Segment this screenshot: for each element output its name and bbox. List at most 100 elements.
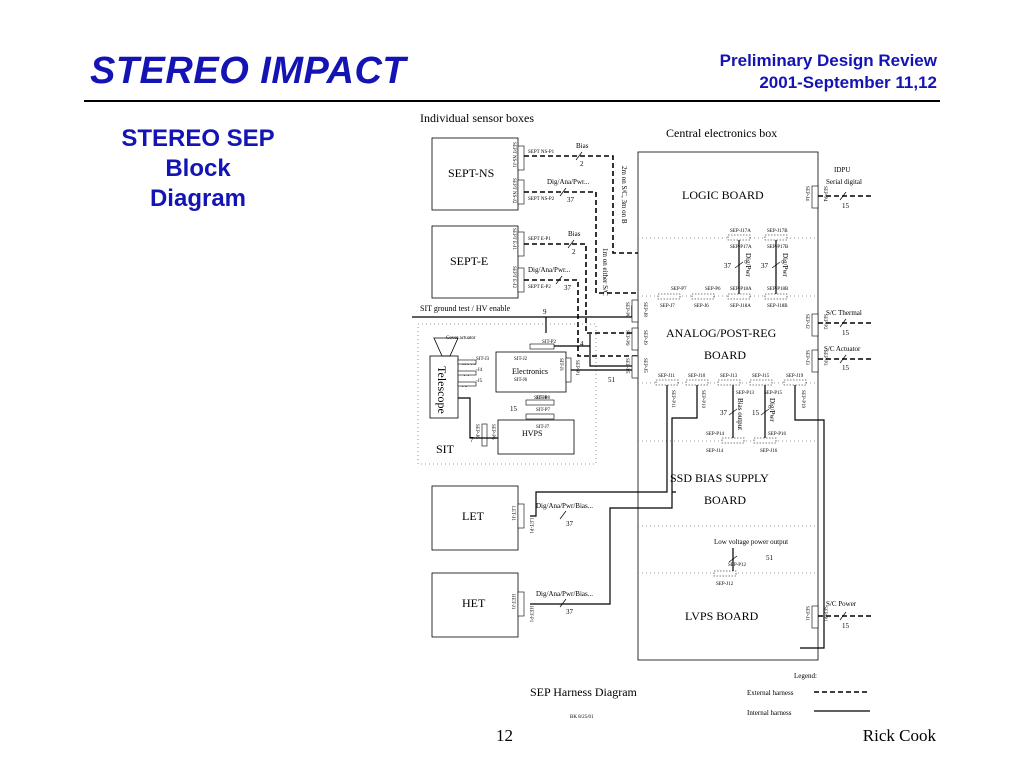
power-slash — [839, 611, 847, 621]
sit-j1-label: SIT-J1 — [558, 358, 563, 372]
thermal-count: 15 — [842, 329, 850, 337]
review-info: Preliminary Design Review 2001-September… — [720, 50, 937, 94]
sep-p18b-label: SEP-P18B — [767, 287, 789, 292]
idpu-label: IDPU — [834, 166, 850, 174]
sep-p9-label: SEP-P9 — [624, 330, 629, 346]
sep-j10-label: SEP-J10 — [688, 374, 706, 379]
sep-j16-connector — [753, 437, 777, 444]
let-p1-label: LET-P1 — [528, 518, 533, 534]
author-name: Rick Cook — [862, 726, 936, 745]
legend-title: Legend: — [794, 672, 817, 680]
sep-j7-label: SEP-J7 — [660, 304, 675, 309]
sit-j2-label: SIT-J2 — [514, 357, 528, 362]
page-number: 12 — [496, 726, 513, 745]
power-count: 15 — [842, 622, 850, 630]
analog-board-label-1: ANALOG/POST-REG — [666, 326, 777, 340]
sit-j7-label: SIT-J7 — [536, 425, 550, 430]
sep-j8-label: SEP-J8 — [642, 302, 647, 317]
bias-output-label: Bias output — [736, 398, 744, 430]
sep-p7-label: SEP-P7 — [671, 287, 687, 292]
sit-sep-p1-label: SEP-P1 — [574, 360, 579, 376]
analog-board-label-2: BOARD — [704, 348, 746, 362]
sep-p12-label: SEP-P12 — [728, 563, 747, 568]
sep-j9-label: SEP-J9 — [642, 330, 647, 345]
sep-p15-label: SEP-P15 — [764, 391, 783, 396]
sit-p4-label: -P4 — [462, 373, 469, 378]
sep-j14-connector — [721, 437, 745, 444]
logic-slash-a — [734, 261, 744, 269]
sep-j1-label: SEP-J1 — [804, 606, 809, 621]
lvps-board-label: LVPS BOARD — [685, 609, 759, 623]
lv-output-label: Low voltage power output — [714, 538, 788, 546]
sept-ns-bias-slash — [575, 151, 583, 161]
logic-dig-label-a: Dig/Pwr — [744, 253, 752, 277]
logic-slash-b — [771, 261, 781, 269]
sit-n7: 7 — [470, 436, 474, 444]
sit-j4-connector — [457, 370, 477, 376]
slide-subtitle: STEREO SEP Block Diagram — [86, 124, 310, 214]
let-harness — [530, 385, 668, 517]
sept-ns-box — [431, 137, 519, 211]
sensor-boxes-label: Individual sensor boxes — [420, 111, 534, 125]
sep-j4-label: SEP-J4 — [804, 186, 809, 201]
sep-j18a-connector — [727, 293, 751, 300]
let-j1-label: LET-J1 — [510, 506, 515, 521]
sept-ns-route-label: 2m on S/C, 3m on B — [620, 166, 628, 224]
sep-j9-connector — [631, 327, 639, 351]
sep-j13-label: SEP-J13 — [720, 374, 738, 379]
sep-p8-label: SEP-P8 — [624, 302, 629, 318]
sep-j6-label: SEP-J6 — [474, 424, 479, 439]
sep-j5-connector — [631, 355, 639, 379]
sit-enclosure — [417, 323, 597, 465]
sep-p13-label: SEP-P13 — [736, 391, 755, 396]
het-count: 37 — [566, 608, 574, 616]
sep-j10-connector — [685, 379, 709, 386]
analog-n15: 15 — [752, 409, 760, 417]
sep-j18b-connector — [764, 293, 788, 300]
sept-e-box — [431, 225, 519, 299]
sit-j1-connector — [565, 357, 572, 383]
sept-e-dig-harness — [524, 279, 638, 357]
let-j1-connector — [517, 503, 525, 529]
logic-board-label: LOGIC BOARD — [682, 188, 764, 202]
sep-j16-label: SEP-J16 — [760, 449, 778, 454]
diagram-caption: SEP Harness Diagram — [530, 685, 638, 699]
sit-label: SIT — [436, 442, 455, 456]
sit-hvps-box — [497, 419, 575, 455]
sept-ns-label: SEPT-NS — [448, 166, 494, 180]
het-j1-connector — [517, 591, 525, 617]
sept-e-bias-harness — [524, 243, 638, 334]
central-electronics-box — [637, 151, 819, 661]
sit-ground-test-count: 9 — [543, 308, 547, 316]
legend-external-label: External harness — [747, 689, 794, 697]
idpu-serial-label: Serial digital — [826, 178, 862, 186]
let-count: 37 — [566, 520, 574, 528]
sit-j5-connector — [457, 381, 477, 387]
sep-j18b-label: SEP-J18B — [767, 304, 788, 309]
sep-j2-label: SEP-J2 — [804, 314, 809, 329]
sept-e-dig-count: 37 — [564, 284, 572, 292]
review-date: 2001-September 11,12 — [759, 73, 937, 92]
ssd-board-label-2: BOARD — [704, 493, 746, 507]
sit-hvps-harness — [458, 397, 498, 439]
sept-ns-dig-count: 37 — [567, 196, 575, 204]
sept-ns-j2-connector — [517, 179, 525, 205]
sep-p17a-label: SEP-P17A — [730, 245, 752, 250]
sep-j11-label: SEP-J11 — [658, 374, 676, 379]
sept-ns-j2-label: SEPT NS-J2 — [511, 178, 516, 204]
sep-j19-label: SEP-J19 — [786, 374, 804, 379]
het-p1-label: HET-P1 — [528, 606, 533, 623]
sep-p3-label: SEP-P3 — [822, 350, 827, 366]
sept-e-p2-label: SEPT E-P2 — [528, 285, 551, 290]
sep-j3-label: SEP-J3 — [804, 350, 809, 365]
sept-e-j1-connector — [517, 231, 525, 257]
sep-j6-logic-connector — [691, 293, 715, 300]
sep-p4-label: SEP-P4 — [822, 186, 827, 202]
sep-j15-label: SEP-J15 — [752, 374, 770, 379]
actuator-count: 15 — [842, 364, 850, 372]
let-slash — [559, 510, 567, 520]
sep-j8-connector — [631, 299, 639, 323]
sit-j6-label: SIT-J6 — [514, 378, 528, 383]
sep-p6-label: SEP-P6 — [490, 424, 495, 440]
sep-p19-label: SEP-P19 — [800, 390, 805, 409]
